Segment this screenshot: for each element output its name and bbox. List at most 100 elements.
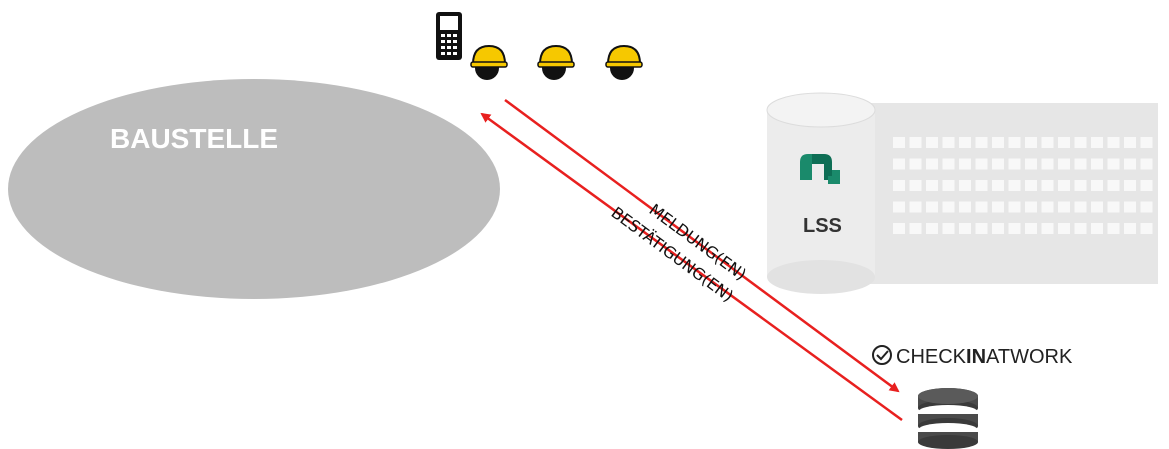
- building-window: [926, 158, 938, 170]
- building-window: [893, 223, 905, 234]
- lss-logo-icon: [800, 154, 840, 184]
- building: [870, 103, 1158, 284]
- building-window: [1058, 223, 1070, 234]
- building-window: [1008, 201, 1021, 213]
- building-window: [975, 223, 988, 234]
- building-window: [1091, 201, 1103, 213]
- building-window: [1058, 158, 1070, 170]
- building-window: [959, 223, 971, 234]
- building-window: [1107, 158, 1120, 170]
- building-window: [1058, 137, 1070, 148]
- lss-label: LSS: [803, 215, 842, 237]
- building-window: [1091, 180, 1103, 191]
- brand-in: IN: [966, 346, 986, 368]
- building-window: [909, 223, 922, 234]
- building-window: [1140, 201, 1153, 213]
- building-window: [992, 180, 1004, 191]
- building-window: [1025, 180, 1037, 191]
- building-window: [1140, 223, 1153, 234]
- building-window: [1124, 180, 1136, 191]
- building-window: [893, 180, 905, 191]
- building-window: [959, 137, 971, 148]
- building-window: [909, 180, 922, 191]
- building-window: [1041, 180, 1054, 191]
- building-window: [909, 201, 922, 213]
- worker-helmet-icon: [470, 44, 508, 80]
- construction-site-label: BAUSTELLE: [110, 123, 278, 154]
- building-window: [1008, 137, 1021, 148]
- building-window: [942, 180, 955, 191]
- building-window: [1025, 223, 1037, 234]
- building-window: [1058, 201, 1070, 213]
- building-window: [959, 180, 971, 191]
- building-window: [1008, 158, 1021, 170]
- building-window: [926, 223, 938, 234]
- building-window: [1140, 137, 1153, 148]
- building-window: [1107, 223, 1120, 234]
- building-window: [1074, 158, 1087, 170]
- building-window: [1091, 137, 1103, 148]
- building-window: [959, 158, 971, 170]
- building-window: [1124, 223, 1136, 234]
- building-window: [1091, 158, 1103, 170]
- building-window: [909, 158, 922, 170]
- building-window: [942, 223, 955, 234]
- brand-work: WORK: [1010, 346, 1073, 368]
- building-window: [975, 158, 988, 170]
- mobile-phone-icon: [436, 12, 462, 60]
- construction-site-ellipse: [8, 79, 500, 299]
- building-window: [1008, 223, 1021, 234]
- building-window: [893, 201, 905, 213]
- building-window: [1107, 201, 1120, 213]
- building-window: [942, 137, 955, 148]
- building-window: [1041, 137, 1054, 148]
- message-arrow: [504, 98, 900, 393]
- building-window: [1124, 201, 1136, 213]
- building-window: [1074, 223, 1087, 234]
- building-window: [1041, 223, 1054, 234]
- building-window: [975, 137, 988, 148]
- brand-at: AT: [986, 346, 1010, 368]
- building-window: [1041, 158, 1054, 170]
- brand-wordmark: CHECKINATWORK: [896, 346, 1073, 368]
- building-window: [1074, 201, 1087, 213]
- building-window: [1124, 137, 1136, 148]
- building-window: [992, 137, 1004, 148]
- lss-server-cylinder: [766, 92, 876, 294]
- database-icon: [918, 388, 978, 449]
- worker-helmet-icon: [605, 44, 643, 80]
- building-window: [959, 201, 971, 213]
- building-window: [926, 180, 938, 191]
- building-window: [1025, 137, 1037, 148]
- building-window: [1107, 137, 1120, 148]
- building-window: [1107, 180, 1120, 191]
- worker-helmet-icon: [537, 44, 575, 80]
- building-window: [926, 137, 938, 148]
- building-window: [1091, 223, 1103, 234]
- confirmation-arrow: [480, 112, 903, 422]
- checkmark-circle-icon: [872, 345, 892, 365]
- building-window: [926, 201, 938, 213]
- building-window: [975, 180, 988, 191]
- building-window: [1041, 201, 1054, 213]
- building-window: [1025, 158, 1037, 170]
- building-window: [1025, 201, 1037, 213]
- building-window: [942, 201, 955, 213]
- building-window: [1140, 158, 1153, 170]
- building-window: [909, 137, 922, 148]
- building-window: [975, 201, 988, 213]
- building-window: [1058, 180, 1070, 191]
- building-window: [942, 158, 955, 170]
- building-window: [893, 158, 905, 170]
- building-windows: [893, 137, 1153, 234]
- building-window: [1074, 137, 1087, 148]
- building-window: [1124, 158, 1136, 170]
- building-window: [992, 223, 1004, 234]
- building-window: [1008, 180, 1021, 191]
- building-window: [1140, 180, 1153, 191]
- brand-check: CHECK: [896, 346, 967, 368]
- building-window: [992, 201, 1004, 213]
- building-window: [1074, 180, 1087, 191]
- building-window: [893, 137, 905, 148]
